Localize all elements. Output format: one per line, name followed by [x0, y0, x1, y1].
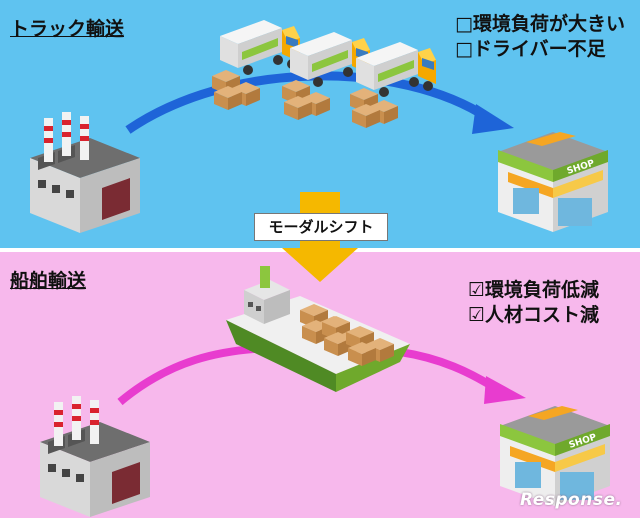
- truck-transport-title: トラック輸送: [10, 18, 125, 40]
- ship-transport-title: 船舶輸送: [10, 270, 87, 292]
- ship-route-arrow-left: [117, 344, 271, 406]
- truck-arrowhead: [472, 104, 514, 134]
- cargo-boxes-1: [212, 70, 260, 110]
- ship-benefit-1: ☑環境負荷低減: [468, 279, 600, 301]
- cargo-boxes-2: [282, 80, 330, 120]
- ship-benefits-list: ☑環境負荷低減 ☑人材コスト減: [468, 278, 599, 328]
- ship-arrowhead: [484, 376, 526, 404]
- shop-top: [498, 132, 608, 232]
- ship-route-arrow-right: [399, 348, 501, 394]
- truck-issue-1: □環境負荷が大きい: [455, 13, 625, 35]
- truck-issue-2: □ドライバー不足: [455, 38, 606, 60]
- modal-shift-label: モーダルシフト: [254, 213, 388, 241]
- ship-benefit-2: ☑人材コスト減: [468, 304, 600, 326]
- response-watermark: Response.: [520, 490, 623, 510]
- cargo-boxes-3: [350, 88, 398, 128]
- truck-1: [220, 20, 300, 75]
- factory-bottom: [40, 396, 150, 517]
- truck-issues-list: □環境負荷が大きい □ドライバー不足: [455, 12, 625, 62]
- factory-top: [30, 112, 140, 233]
